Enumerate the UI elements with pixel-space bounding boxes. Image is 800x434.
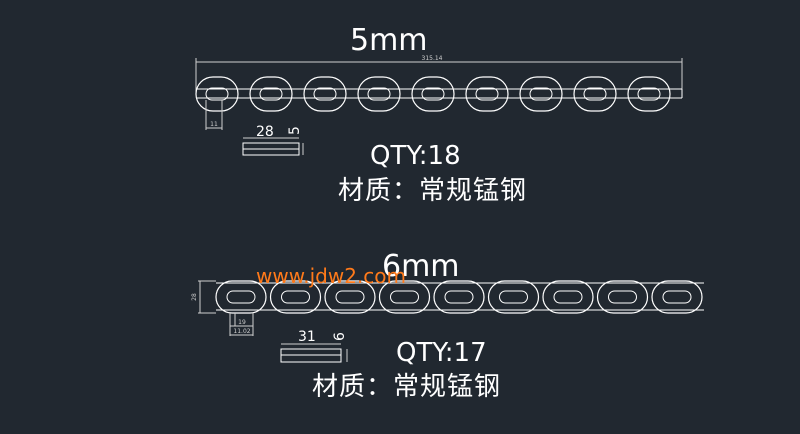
chain-links [195,76,671,112]
chain-link-slot [662,290,692,304]
chain-link [303,76,347,112]
qty-6mm: QTY:17 [396,338,487,368]
chain-link [215,280,267,314]
chain-link-slot [313,87,337,101]
chain-link-slot [367,87,391,101]
chain-link-slot [637,87,661,101]
chain-link-slot [529,87,553,101]
bar-length-5mm: 28 [256,124,274,140]
chain-link-slot [226,290,256,304]
chain-6mm: 28 19 11.02 [191,280,704,363]
chain-link-slot [475,87,499,101]
chain-link-slot [335,290,365,304]
chain-links [215,280,703,314]
chain-link-slot [553,290,583,304]
chain-link [487,280,540,314]
watermark-text: www.jdw2.com [256,264,406,288]
chain-link-slot [499,290,528,304]
section-6mm-title: 6mm [382,249,460,284]
chain-link [573,76,617,112]
chain-link [324,280,376,314]
qty-5mm: QTY:18 [370,141,461,171]
material-6mm: 材质：常规锰钢 [312,372,502,402]
link-inner-dim: 19 [238,319,246,326]
bar-thickness-6mm: 6 [332,332,348,341]
chain-link [195,76,239,112]
link-outer-dim: 11.02 [233,328,250,335]
chain-link-slot [390,290,419,304]
overall-dimension-value: 315.14 [422,55,443,62]
chain-link [519,76,563,112]
chain-link [357,76,401,112]
chain-link [269,280,322,314]
chain-link-slot [205,87,229,101]
chain-link [433,280,485,314]
material-5mm: 材质：常规锰钢 [338,176,528,206]
link-height-dim: 28 [191,293,198,301]
chain-link [378,280,431,314]
section-5mm-title: 5mm [350,23,428,58]
chain-link-slot [281,290,310,304]
chain-link [542,280,594,314]
chain-link-slot [444,290,474,304]
link-width-dim: 11 [210,121,218,128]
chain-link [249,76,293,112]
chain-5mm: 315.14 11 [195,55,683,156]
chain-link-slot [421,87,445,101]
bar-thickness-5mm: 5 [287,126,303,135]
chain-link [627,76,671,112]
chain-link-slot [583,87,607,101]
chain-link-slot [259,87,283,101]
chain-link [596,280,649,314]
chain-link-slot [608,290,637,304]
chain-link [651,280,703,314]
chain-link [411,76,455,112]
chain-link [465,76,509,112]
bar-length-6mm: 31 [298,329,316,345]
